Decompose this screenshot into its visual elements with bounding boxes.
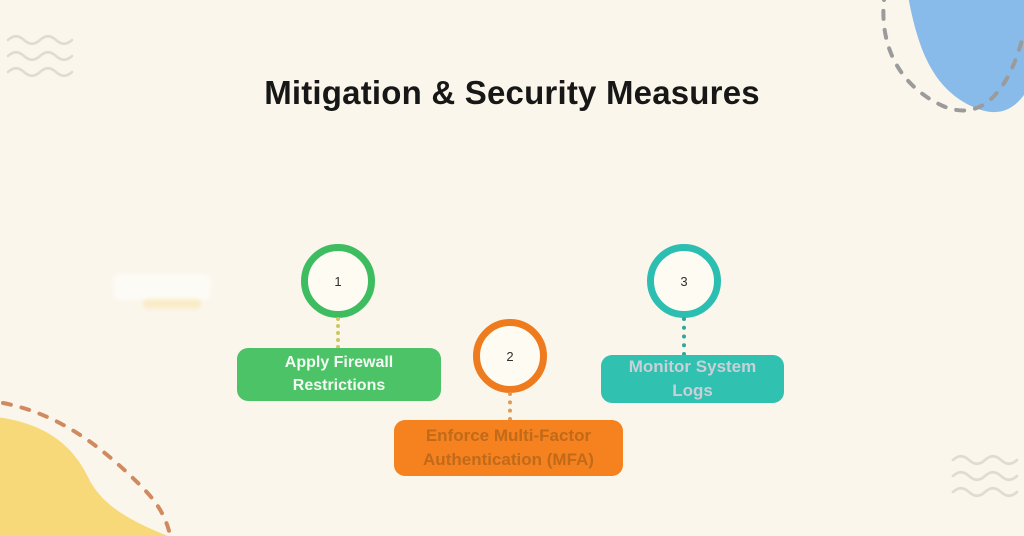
step-1-label-box: Apply Firewall Restrictions bbox=[237, 348, 441, 401]
step-3-circle: 3 bbox=[647, 244, 721, 318]
wavy-lines-top-left bbox=[6, 34, 74, 78]
yellow-blob-shape bbox=[0, 417, 168, 536]
step-2-number: 2 bbox=[506, 348, 514, 364]
page-title: Mitigation & Security Measures bbox=[264, 74, 760, 111]
step-2-connector bbox=[508, 392, 512, 421]
wave-line bbox=[6, 50, 74, 62]
faint-watermark bbox=[113, 274, 211, 308]
step-2-circle: 2 bbox=[473, 319, 547, 393]
dashed-curve-bottom-left bbox=[1, 401, 173, 536]
step-3-number: 3 bbox=[680, 273, 688, 289]
wave-line bbox=[951, 454, 1019, 466]
step-1-connector bbox=[336, 317, 340, 349]
step-1-circle: 1 bbox=[301, 244, 375, 318]
step-3-label-box: Monitor System Logs bbox=[601, 355, 784, 403]
wave-line bbox=[6, 34, 74, 46]
step-2-label-box: Enforce Multi-Factor Authentication (MFA… bbox=[394, 420, 623, 476]
wave-line bbox=[951, 470, 1019, 482]
wavy-lines-bottom-right bbox=[951, 454, 1019, 498]
wave-line bbox=[951, 486, 1019, 498]
step-1-number: 1 bbox=[334, 273, 342, 289]
step-3-connector bbox=[682, 317, 686, 356]
